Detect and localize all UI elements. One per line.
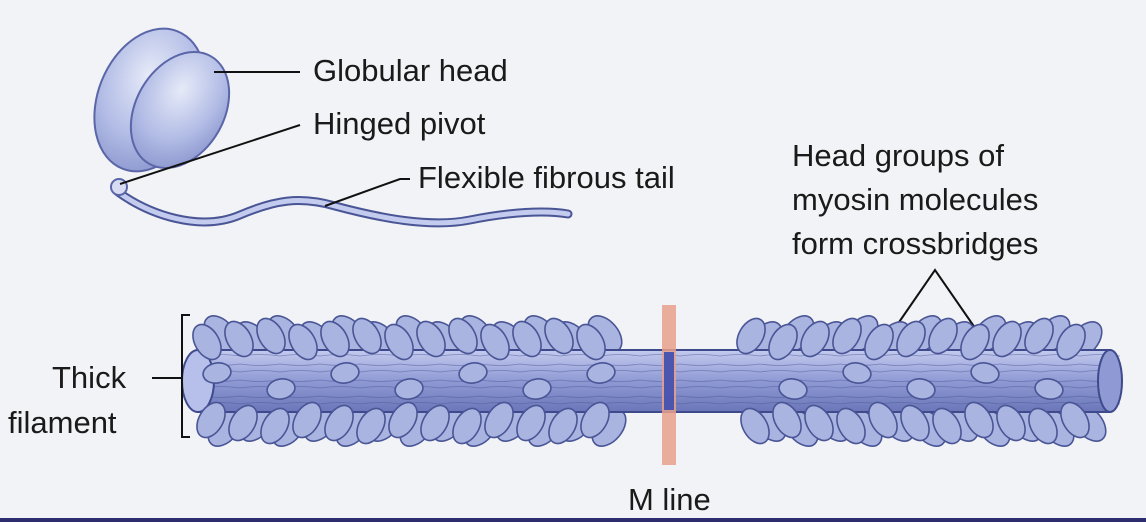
- myosin-head: [516, 404, 546, 442]
- filament-strand: [199, 379, 1121, 382]
- label-filament: filament: [8, 405, 117, 440]
- myosin-head: [1034, 378, 1064, 400]
- myosin-head: [832, 317, 862, 355]
- myosin-head: [512, 320, 542, 358]
- myosin-head: [778, 378, 808, 400]
- filament-strand: [199, 386, 1121, 389]
- myosin-head: [448, 317, 478, 355]
- crossbridge-label-line-3: form crossbridges: [792, 226, 1038, 261]
- myosin-head: [964, 401, 994, 439]
- myosin-head: [388, 401, 418, 439]
- myosin-head: [384, 323, 414, 361]
- myosin-head: [192, 323, 222, 361]
- myosin-head: [970, 362, 1000, 384]
- myosin-head: [736, 317, 766, 355]
- myosin-head: [452, 407, 482, 445]
- myosin-head: [196, 401, 226, 439]
- myosin-head: [932, 407, 962, 445]
- myosin-head: [202, 362, 232, 384]
- myosin-head: [356, 407, 386, 445]
- myosin-head: [416, 320, 446, 358]
- filament-strand: [199, 402, 1121, 405]
- myosin-head: [394, 378, 424, 400]
- myosin-head: [420, 404, 450, 442]
- myosin-head: [288, 323, 318, 361]
- myosin-head: [804, 404, 834, 442]
- myosin-head: [480, 323, 510, 361]
- bottom-border: [0, 518, 1146, 522]
- myosin-head: [260, 407, 290, 445]
- myosin-head: [800, 320, 830, 358]
- myosin-head: [324, 404, 354, 442]
- label-m-line: M line: [628, 482, 711, 517]
- myosin-head: [896, 320, 926, 358]
- myosin-head: [522, 378, 552, 400]
- myosin-head: [960, 323, 990, 361]
- myosin-head: [548, 407, 578, 445]
- myosin-head: [868, 401, 898, 439]
- myosin-head: [900, 404, 930, 442]
- crossbridge-label-line-2: myosin molecules: [792, 182, 1038, 217]
- myosin-head: [1056, 323, 1086, 361]
- label-flexible-fibrous-tail: Flexible fibrous tail: [418, 160, 675, 195]
- m-line-core: [664, 352, 674, 410]
- myosin-head: [576, 323, 606, 361]
- myosin-head: [772, 401, 802, 439]
- myosin-heads-front-layer: [192, 317, 1090, 445]
- myosin-head: [580, 401, 610, 439]
- crossbridge-pointer: [894, 268, 983, 339]
- myosin-head: [906, 378, 936, 400]
- myosin-head: [836, 407, 866, 445]
- myosin-head: [586, 362, 616, 384]
- myosin-head: [544, 317, 574, 355]
- myosin-head: [256, 317, 286, 355]
- label-globular-head: Globular head: [313, 53, 508, 88]
- myosin-head: [996, 404, 1026, 442]
- myosin-head: [352, 317, 382, 355]
- myosin-head: [864, 323, 894, 361]
- myosin-head: [224, 320, 254, 358]
- thick-filament: [181, 315, 1123, 447]
- crossbridge-label-line-1: Head groups of: [792, 138, 1004, 173]
- myosin-head: [292, 401, 322, 439]
- myosin-head: [928, 317, 958, 355]
- tail-leader-line: [324, 178, 410, 207]
- thick-filament-bracket: [181, 314, 190, 438]
- myosin-head: [320, 320, 350, 358]
- myosin-head: [330, 362, 360, 384]
- globular-head-front: [129, 50, 231, 170]
- myosin-tail-highlight: [115, 189, 571, 226]
- myosin-head: [740, 407, 770, 445]
- myosin-head: [266, 378, 296, 400]
- myosin-head: [484, 401, 514, 439]
- pivot-leader-line: [119, 124, 301, 185]
- filament-strand: [199, 395, 1121, 398]
- myosin-head: [768, 323, 798, 361]
- myosin-head: [1028, 407, 1058, 445]
- myosin-head: [1060, 401, 1090, 439]
- myosin-head: [228, 404, 258, 442]
- label-thick: Thick: [52, 360, 127, 395]
- myosin-head: [992, 320, 1022, 358]
- label-hinged-pivot: Hinged pivot: [313, 106, 486, 141]
- crossbridge-label: Head groups of myosin molecules form cro…: [792, 138, 1038, 261]
- filament-strand: [199, 363, 1121, 366]
- filament-right-end: [1097, 349, 1123, 413]
- myosin-molecule: [93, 27, 573, 228]
- myosin-head: [842, 362, 872, 384]
- hinged-pivot-knob: [110, 178, 128, 196]
- myosin-head: [1024, 317, 1054, 355]
- myosin-head: [458, 362, 488, 384]
